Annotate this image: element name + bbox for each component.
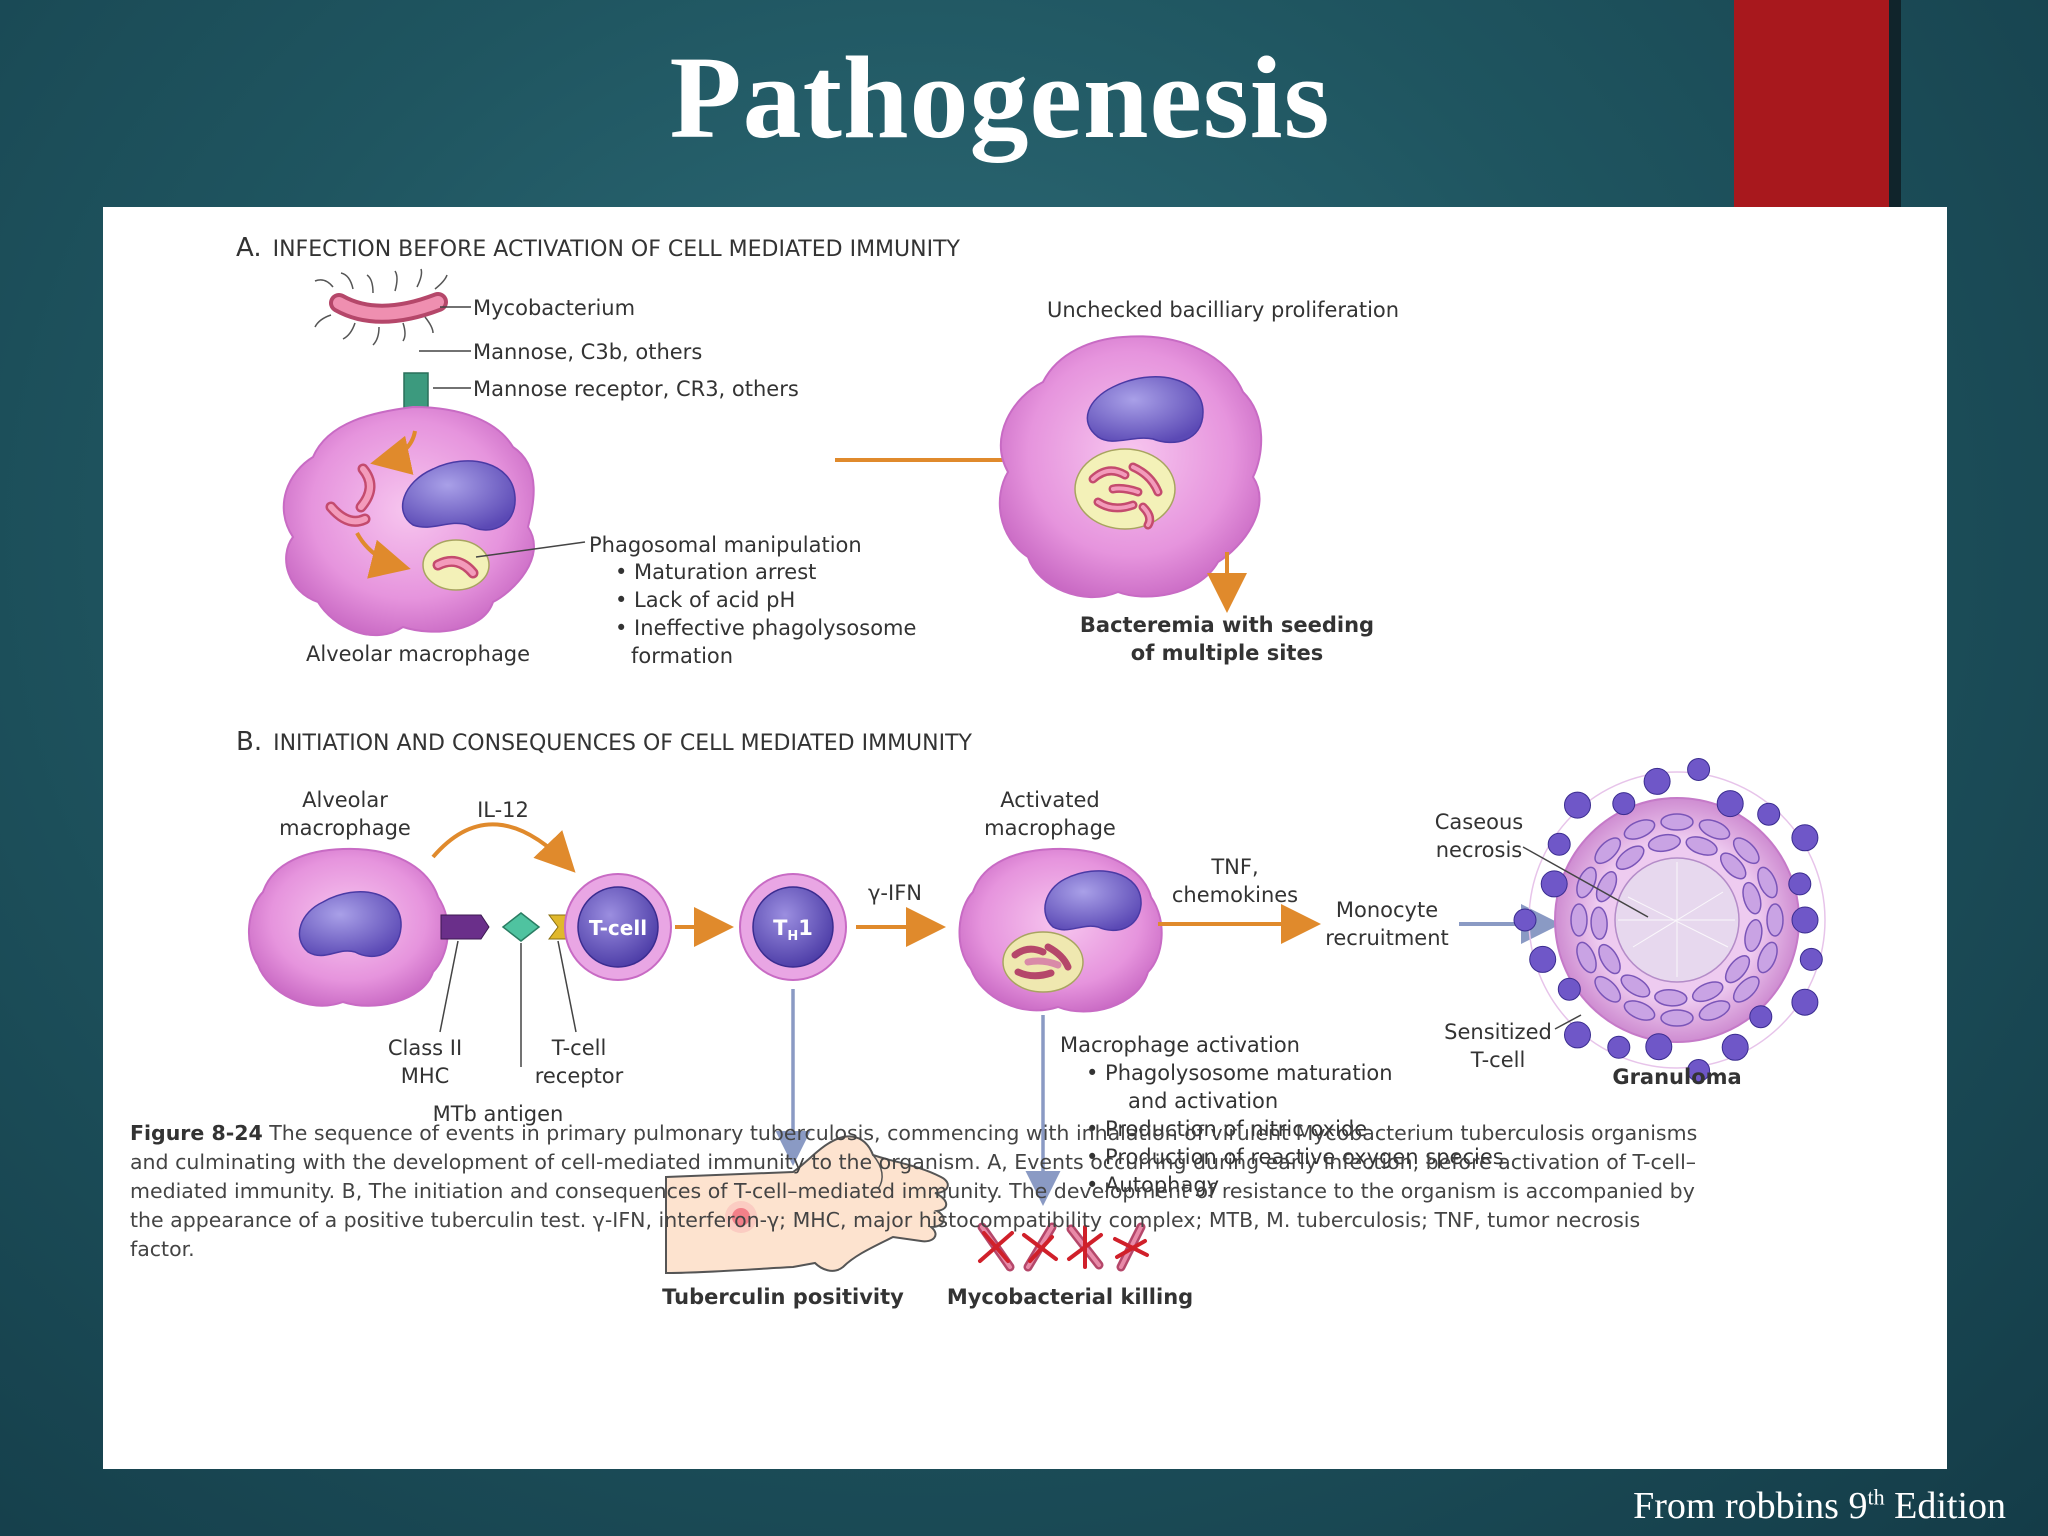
alveolar-macrophage-b [247, 847, 449, 1007]
label-tnf-1: TNF, [1210, 855, 1258, 879]
label-unchecked-proliferation: Unchecked bacilliary proliferation [1047, 298, 1399, 322]
label-ineffective-phagolysosome: • Ineffective phagolysosome [615, 616, 916, 640]
section-a-heading: A. INFECTION BEFORE ACTIVATION OF CELL M… [236, 233, 961, 263]
pathogenesis-diagram: A. INFECTION BEFORE ACTIVATION OF CELL M… [236, 233, 1826, 1309]
accent-bar-shadow [1889, 0, 1901, 208]
label-sensitized-1: Sensitized [1444, 1020, 1552, 1044]
label-gamma-ifn: γ-IFN [868, 881, 922, 905]
label-phagosomal-manipulation: Phagosomal manipulation [589, 533, 862, 557]
label-maturation-arrest: • Maturation arrest [615, 560, 816, 584]
label-activated-1: Activated [1000, 788, 1099, 812]
mycobacterium-icon [314, 268, 448, 346]
label-bacteremia-1: Bacteremia with seeding [1080, 613, 1374, 637]
slide-title: Pathogenesis [669, 32, 1331, 163]
label-class2-2: MHC [401, 1064, 450, 1088]
label-alveolar-b-2: macrophage [279, 816, 411, 840]
label-activated-2: macrophage [984, 816, 1116, 840]
source-note: From robbins 9th Edition [1633, 1484, 2006, 1527]
label-nitric-oxide: • Production of nitric oxide [1086, 1117, 1367, 1141]
th1-cell: TH1 [739, 873, 847, 981]
accent-bar [1734, 0, 1889, 208]
label-alveolar-macrophage-a: Alveolar macrophage [306, 642, 530, 666]
label-tcr-1: T-cell [551, 1036, 607, 1060]
svg-text:TH1: TH1 [773, 916, 813, 944]
label-caseous-2: necrosis [1436, 838, 1523, 862]
svg-text:T-cell: T-cell [589, 916, 647, 940]
label-monocyte-1: Monocyte [1336, 898, 1438, 922]
label-reactive-oxygen: • Production of reactive oxygen species [1086, 1145, 1504, 1169]
killed-mycobacteria-icon [977, 1222, 1149, 1272]
label-mycobacterium: Mycobacterium [473, 296, 635, 320]
label-tuberculin: Tuberculin positivity [662, 1285, 904, 1309]
label-tcr-2: receptor [535, 1064, 624, 1088]
caption-label: Figure 8-24 [130, 1121, 263, 1145]
label-formation: formation [631, 644, 733, 668]
label-autophagy: • Autophagy [1086, 1173, 1219, 1197]
label-and-activation: and activation [1128, 1089, 1278, 1113]
label-tnf-2: chemokines [1172, 883, 1298, 907]
arrow-il12 [431, 822, 576, 873]
label-caseous-1: Caseous [1435, 810, 1524, 834]
label-mannose-receptor: Mannose receptor, CR3, others [473, 377, 799, 401]
label-macrophage-activation: Macrophage activation [1060, 1033, 1300, 1057]
caption-text: The sequence of events in primary pulmon… [130, 1121, 1698, 1261]
label-sensitized-2: T-cell [1470, 1048, 1526, 1072]
activated-macrophage [958, 847, 1163, 1013]
infected-macrophage [998, 335, 1263, 598]
section-b-heading: B. INITIATION AND CONSEQUENCES OF CELL M… [236, 727, 973, 757]
label-bacteremia-2: of multiple sites [1131, 641, 1323, 665]
label-class2-1: Class II [388, 1036, 462, 1060]
label-granuloma: Granuloma [1612, 1065, 1741, 1089]
label-il12: IL-12 [477, 798, 529, 822]
label-mycobacterial-killing: Mycobacterial killing [947, 1285, 1193, 1309]
figure-caption: Figure 8-24 The sequence of events in pr… [130, 1119, 1710, 1264]
label-lack-acid-ph: • Lack of acid pH [615, 588, 795, 612]
label-monocyte-2: recruitment [1325, 926, 1449, 950]
label-mtb-antigen: MTb antigen [433, 1102, 564, 1126]
label-alveolar-b-1: Alveolar [302, 788, 388, 812]
granuloma [1513, 758, 1826, 1082]
t-cell: T-cell [564, 873, 672, 981]
forearm-icon [665, 1135, 949, 1275]
label-mannose: Mannose, C3b, others [473, 340, 702, 364]
figure-panel: A. INFECTION BEFORE ACTIVATION OF CELL M… [103, 207, 1947, 1469]
alveolar-macrophage-a [282, 405, 535, 637]
label-phagolysosome-maturation: • Phagolysosome maturation [1086, 1061, 1393, 1085]
